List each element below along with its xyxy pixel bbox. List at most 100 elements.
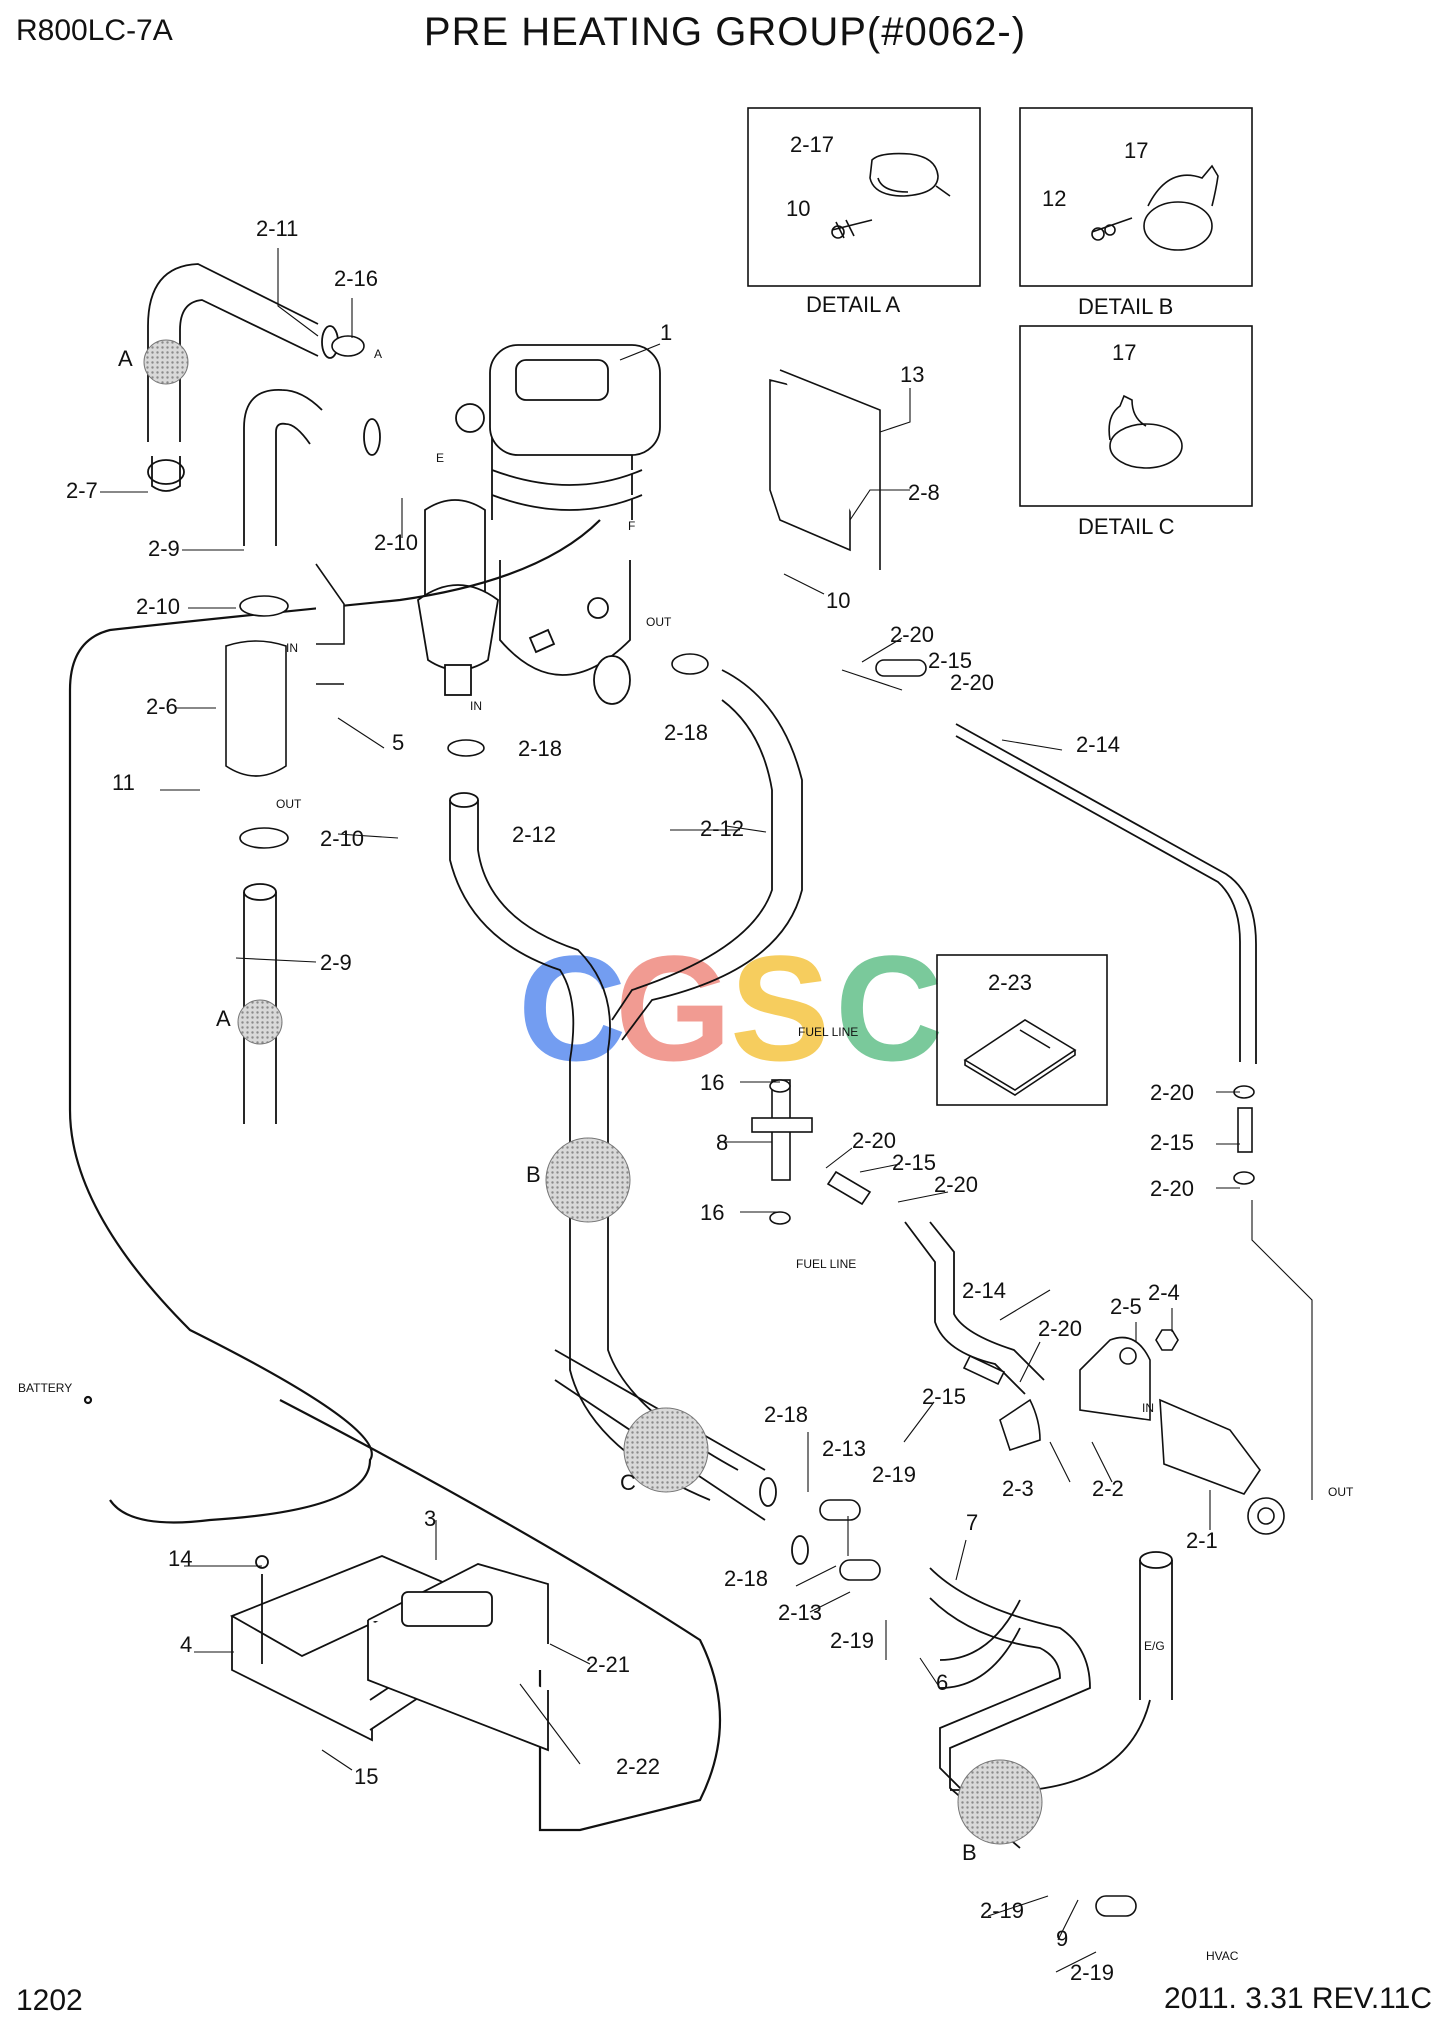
callout-label: 2-2 <box>1092 1476 1124 1501</box>
watermark-letter: G <box>615 924 732 1092</box>
heater-unit <box>417 344 661 705</box>
callout-label: 16 <box>700 1200 724 1225</box>
annotation: IN <box>470 699 482 713</box>
callout-labels: 2-11 2-16 A 1 2-7 2-9 2-10 13 2-8 10 2-1… <box>66 216 1218 1985</box>
callout-label: 2-9 <box>148 536 180 561</box>
callout-label: 4 <box>180 1632 192 1657</box>
callout-label: 2-20 <box>1038 1316 1082 1341</box>
controller-assembly <box>229 1555 549 1752</box>
callout-label: 2-10 <box>320 826 364 851</box>
callout-label: 2-1 <box>1186 1528 1218 1553</box>
annotation: OUT <box>1328 1485 1354 1499</box>
callout-label: B <box>526 1162 541 1187</box>
callout-label: 2-3 <box>1002 1476 1034 1501</box>
callout-label: 2-19 <box>980 1898 1024 1923</box>
watermark-letter: C <box>835 924 943 1092</box>
callout-label: 2-12 <box>700 816 744 841</box>
annotation: FUEL LINE <box>796 1257 856 1271</box>
callout-label: 10 <box>826 588 850 613</box>
callout-label: 1 <box>660 320 672 345</box>
callout-label: 2-14 <box>1076 732 1120 757</box>
callout-label: 2-19 <box>872 1462 916 1487</box>
callout-label: 3 <box>424 1506 436 1531</box>
revision-stamp: 2011. 3.31 REV.11C <box>1164 1982 1432 2015</box>
callout-label: 2-20 <box>950 670 994 695</box>
callout-label: 2-11 <box>256 216 298 241</box>
detail-c-caption: DETAIL C <box>1078 514 1175 539</box>
callout-label: A <box>118 346 133 371</box>
callout-label: 8 <box>716 1130 728 1155</box>
callout-label: 2-13 <box>778 1600 822 1625</box>
detail-a-part: 2-17 <box>790 132 834 157</box>
callout-label: 2-8 <box>908 480 940 505</box>
annotation: BATTERY <box>18 1381 72 1395</box>
annotation: IN <box>286 641 298 655</box>
callout-label: 2-19 <box>1070 1960 1114 1985</box>
callout-label: C <box>620 1470 636 1495</box>
callout-label: 2-5 <box>1110 1294 1142 1319</box>
detail-c-box <box>1019 325 1253 507</box>
callout-label: 2-15 <box>928 648 972 673</box>
callout-label: 2-12 <box>512 822 556 847</box>
detail-a-caption: DETAIL A <box>806 292 900 317</box>
manual-part: 2-23 <box>988 970 1032 995</box>
detail-labels: DETAIL A 2-17 10 DETAIL B 17 12 DETAIL C… <box>786 132 1175 995</box>
annotation: OUT <box>276 797 302 811</box>
callout-label: 2-16 <box>334 266 378 291</box>
callout-label: 2-10 <box>136 594 180 619</box>
callout-label: 2-15 <box>1150 1130 1194 1155</box>
callout-label: 2-18 <box>764 1402 808 1427</box>
callout-label: 6 <box>936 1670 948 1695</box>
callout-label: 2-19 <box>830 1628 874 1653</box>
callout-label: 5 <box>392 730 404 755</box>
callout-label: 2-6 <box>146 694 178 719</box>
callout-label: 7 <box>966 1510 978 1535</box>
manual-box <box>936 954 1108 1106</box>
callout-label: 2-18 <box>664 720 708 745</box>
callout-label: 2-18 <box>518 736 562 761</box>
watermark-logo: C G S C <box>518 924 943 1092</box>
fittings <box>225 335 1285 1917</box>
callout-label: 2-10 <box>374 530 418 555</box>
section-markers <box>143 339 1043 1845</box>
watermark-letter: S <box>730 924 830 1092</box>
callout-label: 16 <box>700 1070 724 1095</box>
detail-b-box <box>1019 107 1253 287</box>
annotation: OUT <box>646 615 672 629</box>
annotation: HVAC <box>1206 1949 1239 1963</box>
callout-label: 9 <box>1056 1926 1068 1951</box>
detail-b-part: 17 <box>1124 138 1148 163</box>
callout-label: 2-4 <box>1148 1280 1180 1305</box>
callout-label: 11 <box>112 770 135 795</box>
callout-label: 2-7 <box>66 478 98 503</box>
callout-label: 2-15 <box>892 1150 936 1175</box>
detail-b-part: 12 <box>1042 186 1066 211</box>
detail-b-caption: DETAIL B <box>1078 294 1173 319</box>
annotation: F <box>628 519 635 533</box>
annotation: IN <box>1142 1401 1154 1415</box>
annotation: E <box>436 451 444 465</box>
detail-a-part: 10 <box>786 196 810 221</box>
detail-c-part: 17 <box>1112 340 1136 365</box>
callout-label: 2-20 <box>1150 1080 1194 1105</box>
page-number: 1202 <box>16 1984 83 2017</box>
callout-label: A <box>216 1006 231 1031</box>
callout-label: 2-21 <box>586 1652 630 1677</box>
detail-a-box <box>747 107 981 287</box>
callout-label: B <box>962 1840 977 1865</box>
callout-label: 2-22 <box>616 1754 660 1779</box>
callout-label: 2-20 <box>890 622 934 647</box>
callout-label: 2-18 <box>724 1566 768 1591</box>
model-code: R800LC-7A <box>16 14 173 47</box>
annotation-labels: A E F OUT IN IN OUT FUEL LINE FUEL LINE … <box>18 347 1354 1963</box>
callout-label: 2-9 <box>320 950 352 975</box>
annotation: A <box>374 347 382 361</box>
annotation: E/G <box>1144 1639 1165 1653</box>
diagram-title: PRE HEATING GROUP(#0062-) <box>423 10 1027 54</box>
wiring-harness <box>68 519 722 1832</box>
annotation: FUEL LINE <box>798 1025 858 1039</box>
callout-label: 13 <box>900 362 924 387</box>
callout-label: 15 <box>354 1764 378 1789</box>
